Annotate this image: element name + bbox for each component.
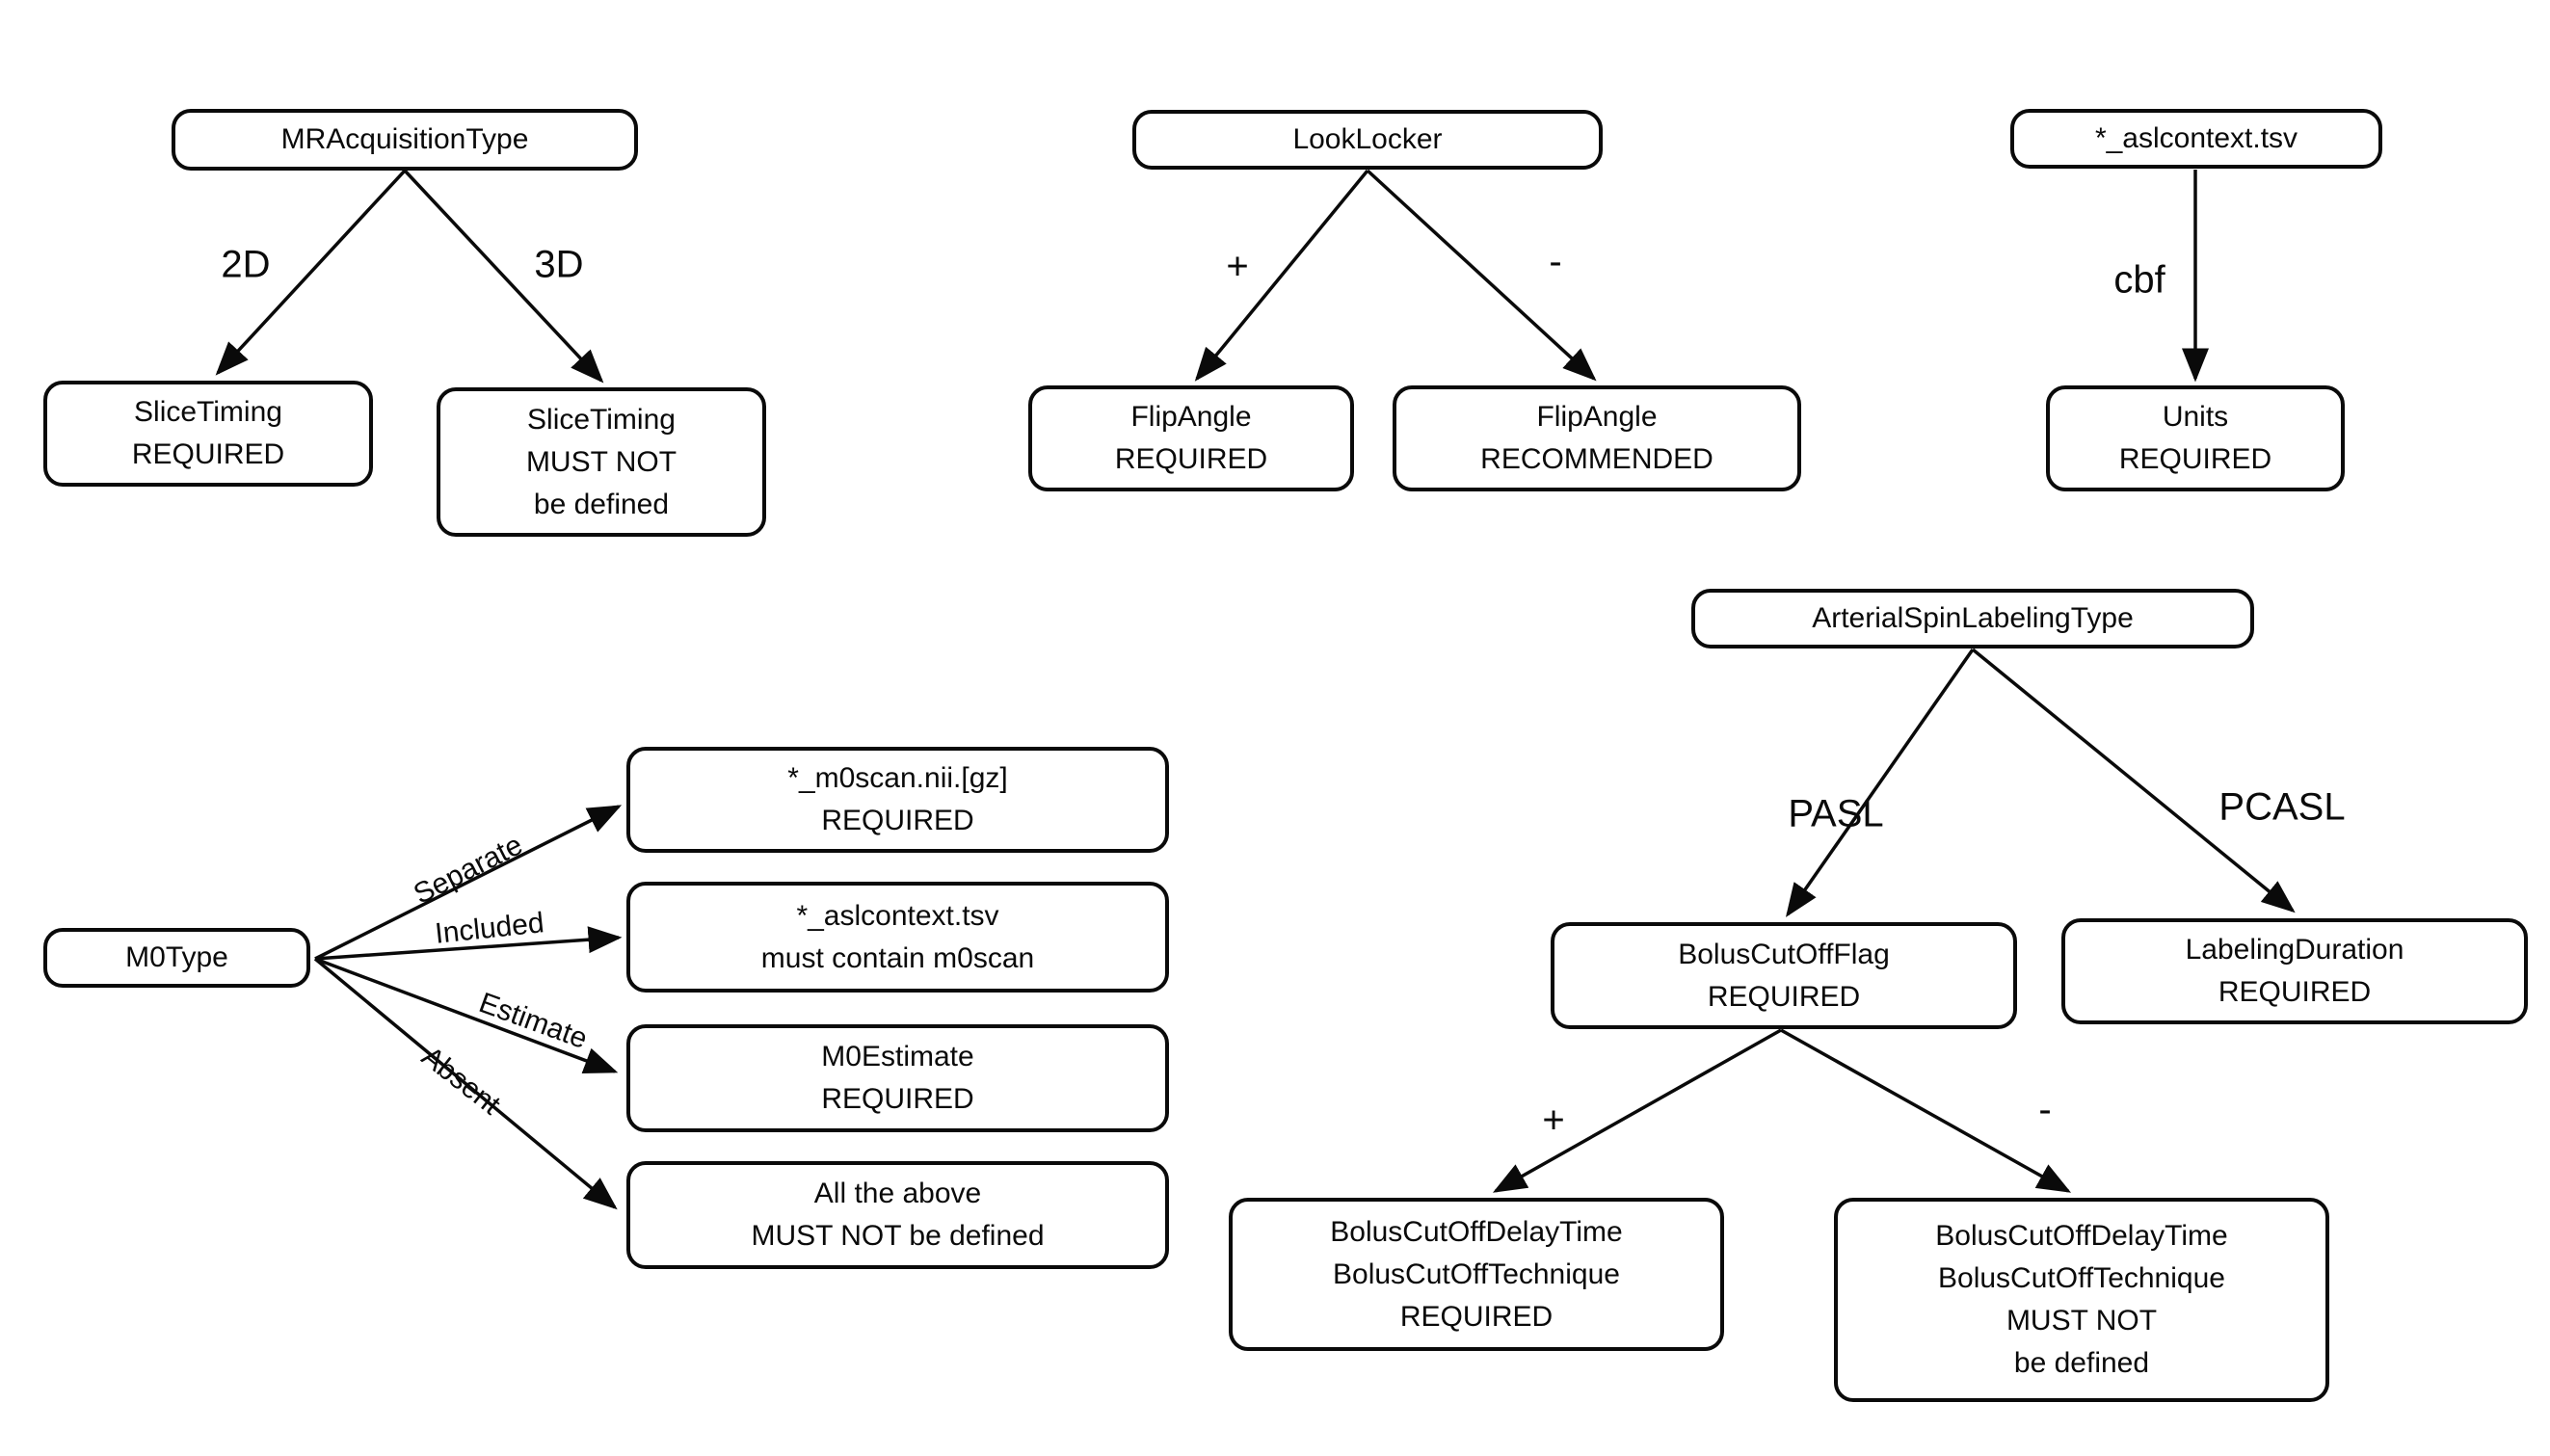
node-m0type: M0Type <box>43 928 310 988</box>
node-boluscutoff-mustnot: BolusCutOffDelayTime BolusCutOffTechniqu… <box>1834 1198 2329 1402</box>
edge-label-2d: 2D <box>221 243 271 286</box>
edge-m0-separate <box>314 805 623 961</box>
node-mracquisitiontype: MRAcquisitionType <box>172 109 638 171</box>
edge-m0-absent <box>313 957 618 1210</box>
node-flipangle-required: FlipAngle REQUIRED <box>1028 385 1354 491</box>
edge-label-pcasl: PCASL <box>2218 785 2346 829</box>
edge-bcof-minus <box>1780 1028 2072 1193</box>
edge-mr-3d <box>403 169 604 384</box>
edge-bcof-plus <box>1492 1028 1782 1193</box>
edge-m0-estimate <box>314 957 619 1074</box>
edge-label-3d: 3D <box>534 243 584 286</box>
edge-label-bcof-minus: - <box>2038 1088 2052 1131</box>
node-m0estimate-required: M0Estimate REQUIRED <box>626 1024 1169 1132</box>
node-looklocker: LookLocker <box>1132 110 1603 170</box>
edge-ll-minus <box>1366 169 1597 382</box>
node-aslcontext-tsv: *_aslcontext.tsv <box>2010 109 2382 169</box>
node-boluscutoffflag-required: BolusCutOffFlag REQUIRED <box>1551 922 2017 1029</box>
node-boluscutoff-required: BolusCutOffDelayTime BolusCutOffTechniqu… <box>1229 1198 1724 1351</box>
edge-label-ll-minus: - <box>1549 240 1562 283</box>
node-aslcontext-m0scan: *_aslcontext.tsv must contain m0scan <box>626 882 1169 993</box>
edge-ll-plus <box>1194 169 1369 382</box>
edge-m0-included <box>314 926 623 961</box>
node-flipangle-recommended: FlipAngle RECOMMENDED <box>1393 385 1801 491</box>
edge-label-cbf: cbf <box>2113 258 2165 302</box>
node-slicetiming-required: SliceTiming REQUIRED <box>43 381 373 487</box>
edge-label-bcof-plus: + <box>1542 1099 1565 1142</box>
node-arterialspinlabelingtype: ArterialSpinLabelingType <box>1691 589 2254 649</box>
edge-label-ll-plus: + <box>1226 245 1249 288</box>
node-labelingduration-required: LabelingDuration REQUIRED <box>2061 918 2528 1024</box>
node-slicetiming-mustnot: SliceTiming MUST NOT be defined <box>437 387 766 537</box>
edge-mr-2d <box>215 169 407 376</box>
node-m0scan-required: *_m0scan.nii.[gz] REQUIRED <box>626 747 1169 853</box>
edge-asl-pcasl <box>1971 648 2296 913</box>
node-all-above-mustnot: All the above MUST NOT be defined <box>626 1161 1169 1269</box>
edge-label-pasl: PASL <box>1788 792 1884 835</box>
node-units-required: Units REQUIRED <box>2046 385 2345 491</box>
edge-asl-pasl <box>1785 648 1975 917</box>
